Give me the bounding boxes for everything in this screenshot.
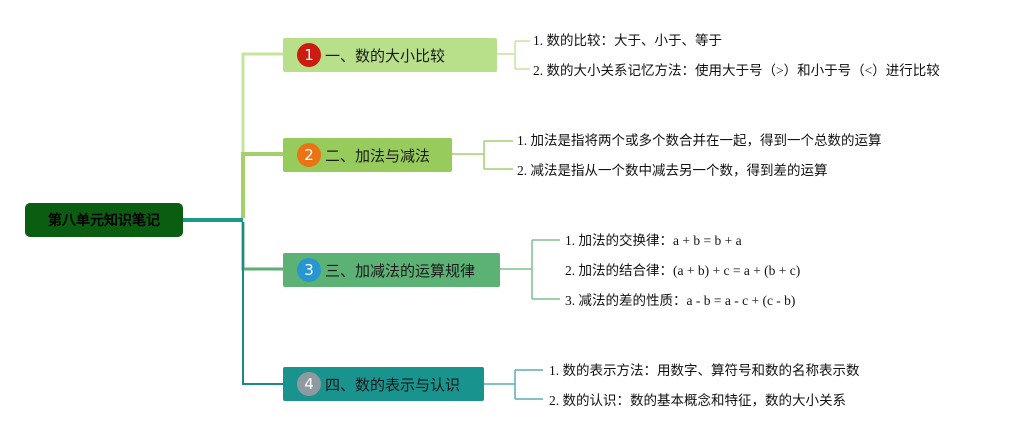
branch-2-leaf-bracket — [452, 140, 513, 170]
branch-3-leaf-2[interactable]: 2. 加法的结合律：(a + b) + c = a + (b + c) — [565, 263, 801, 278]
root-topic-label: 第八单元知识笔记 — [48, 213, 160, 229]
number-1-badge: 1 — [297, 43, 321, 67]
branch-2-leaf-1[interactable]: 1. 加法是指将两个或多个数合并在一起，得到一个总数的运算 — [517, 133, 882, 148]
branch-4-connector — [242, 222, 283, 385]
branch-3-leaf-bracket — [500, 239, 560, 300]
branch-3-topic[interactable]: 3 三、加减法的运算规律 — [283, 253, 500, 287]
branch-4-leaf-1[interactable]: 1. 数的表示方法：用数字、算符号和数的名称表示数 — [549, 363, 860, 378]
number-2-badge: 2 — [297, 143, 321, 167]
branch-3-label: 三、加减法的运算规律 — [325, 261, 476, 280]
branch-1-label: 一、数的大小比较 — [325, 46, 446, 65]
branch-4-leaf-2[interactable]: 2. 数的认识：数的基本概念和特征，数的大小关系 — [549, 393, 846, 408]
branch-4-label: 四、数的表示与认识 — [325, 375, 461, 394]
branch-1-connector — [241, 52, 283, 218]
branch-2-connector — [241, 152, 283, 218]
branch-3-leaf-1[interactable]: 1. 加法的交换律：a + b = b + a — [565, 233, 742, 248]
number-3-badge: 3 — [297, 258, 321, 282]
branch-1-leaf-bracket — [497, 40, 530, 70]
branch-2-leaf-2[interactable]: 2. 减法是指从一个数中减去另一个数，得到差的运算 — [517, 163, 828, 178]
branch-1-leaf-2[interactable]: 2. 数的大小关系记忆方法：使用大于号（>）和小于号（<）进行比较 — [533, 63, 940, 78]
branch-3-connector — [241, 222, 283, 271]
branch-1-topic[interactable]: 1 一、数的大小比较 — [283, 38, 497, 72]
branch-4-leaf-bracket — [484, 369, 543, 400]
root-topic[interactable]: 第八单元知识笔记 — [25, 203, 183, 237]
branch-3-leaf-3[interactable]: 3. 减法的差的性质：a - b = a - c + (c - b) — [565, 293, 796, 308]
branch-4-topic[interactable]: 4 四、数的表示与认识 — [283, 367, 484, 401]
number-4-badge: 4 — [297, 372, 321, 396]
branch-2-label: 二、加法与减法 — [325, 146, 431, 165]
branch-1-leaf-1[interactable]: 1. 数的比较：大于、小于、等于 — [533, 33, 722, 48]
branch-2-topic[interactable]: 2 二、加法与减法 — [283, 138, 452, 172]
